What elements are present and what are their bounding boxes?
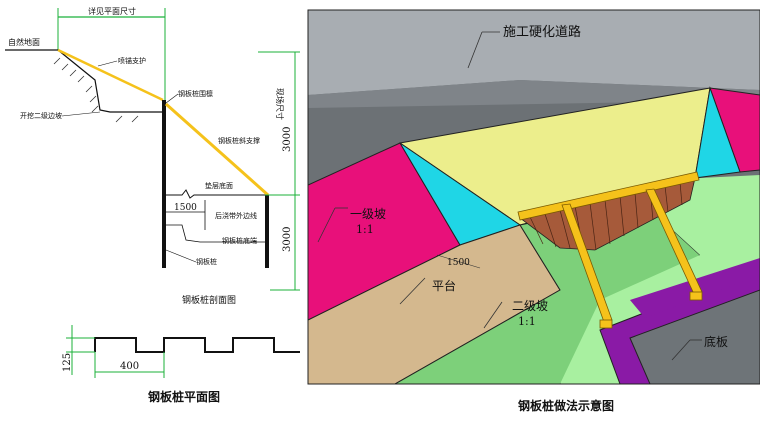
sheet-pile-plan-profile bbox=[94, 337, 300, 353]
sheet-pile-brace bbox=[165, 102, 269, 197]
illustration: 施工硬化道路 一级坡 1:1 1500 平台 二级坡 1:1 底板 钢板桩做法示… bbox=[307, 9, 760, 413]
slope-profile bbox=[57, 49, 163, 113]
spray-protection-line bbox=[57, 48, 164, 102]
road-surface bbox=[308, 10, 760, 95]
pile-bottom-label: 钢板桩底端 bbox=[222, 236, 257, 245]
dim-125: 125 bbox=[62, 353, 73, 372]
illustration-title: 钢板桩做法示意图 bbox=[518, 398, 614, 413]
platform-label: 平台 bbox=[432, 278, 456, 293]
sheet-pile-ribs bbox=[529, 181, 683, 251]
dim-1500-left: 1500 bbox=[174, 203, 197, 213]
section-title: 钢板桩剖面图 bbox=[182, 294, 236, 306]
slope-1-ratio: 1:1 bbox=[356, 223, 374, 236]
soil-hatching bbox=[53, 57, 139, 123]
road-label: 施工硬化道路 bbox=[503, 24, 581, 40]
dim-3000-lower: 3000 bbox=[282, 227, 293, 252]
slope-2-label: 二级坡 bbox=[512, 299, 548, 313]
dim-400: 400 bbox=[120, 361, 139, 372]
natural-ground-label: 自然地面 bbox=[8, 37, 40, 47]
sheet-pile-right bbox=[265, 195, 269, 268]
section-drawing: 详见平面尺寸 自然地面 喷锚支护 开挖二级边坡 钢板桩围檩 钢板桩斜支撑 bbox=[5, 6, 300, 306]
base-plate-label: 底板 bbox=[704, 334, 728, 349]
sheet-pile-left bbox=[162, 100, 166, 268]
dim-1500-right: 1500 bbox=[447, 258, 470, 268]
right-corner bbox=[694, 86, 741, 179]
backfill-line-label: 后浇带外边线 bbox=[215, 211, 257, 220]
spray-protection-label: 喷锚支护 bbox=[118, 56, 146, 65]
cushion-bottom-label: 垫层底面 bbox=[205, 181, 233, 190]
dim-3000-upper: 3000 bbox=[282, 127, 293, 152]
embed-depth-label: 现场尺寸 bbox=[275, 88, 285, 120]
brace-label: 钢板桩斜支撑 bbox=[218, 136, 260, 145]
cushion-bottom-line bbox=[166, 189, 265, 199]
slope-1-label: 一级坡 bbox=[350, 207, 386, 221]
base-plate bbox=[629, 289, 760, 384]
cap-beam-label: 钢板桩围檩 bbox=[178, 89, 213, 98]
sheet-pile-label: 钢板桩 bbox=[196, 257, 217, 266]
slope-2-ratio: 1:1 bbox=[518, 315, 536, 328]
plan-drawing: 125 400 钢板桩平面图 bbox=[62, 325, 300, 404]
excavate-second-slope-label: 开挖二级边坡 bbox=[20, 111, 62, 120]
top-dim-label: 详见平面尺寸 bbox=[88, 6, 136, 16]
plan-title: 钢板桩平面图 bbox=[148, 389, 220, 404]
